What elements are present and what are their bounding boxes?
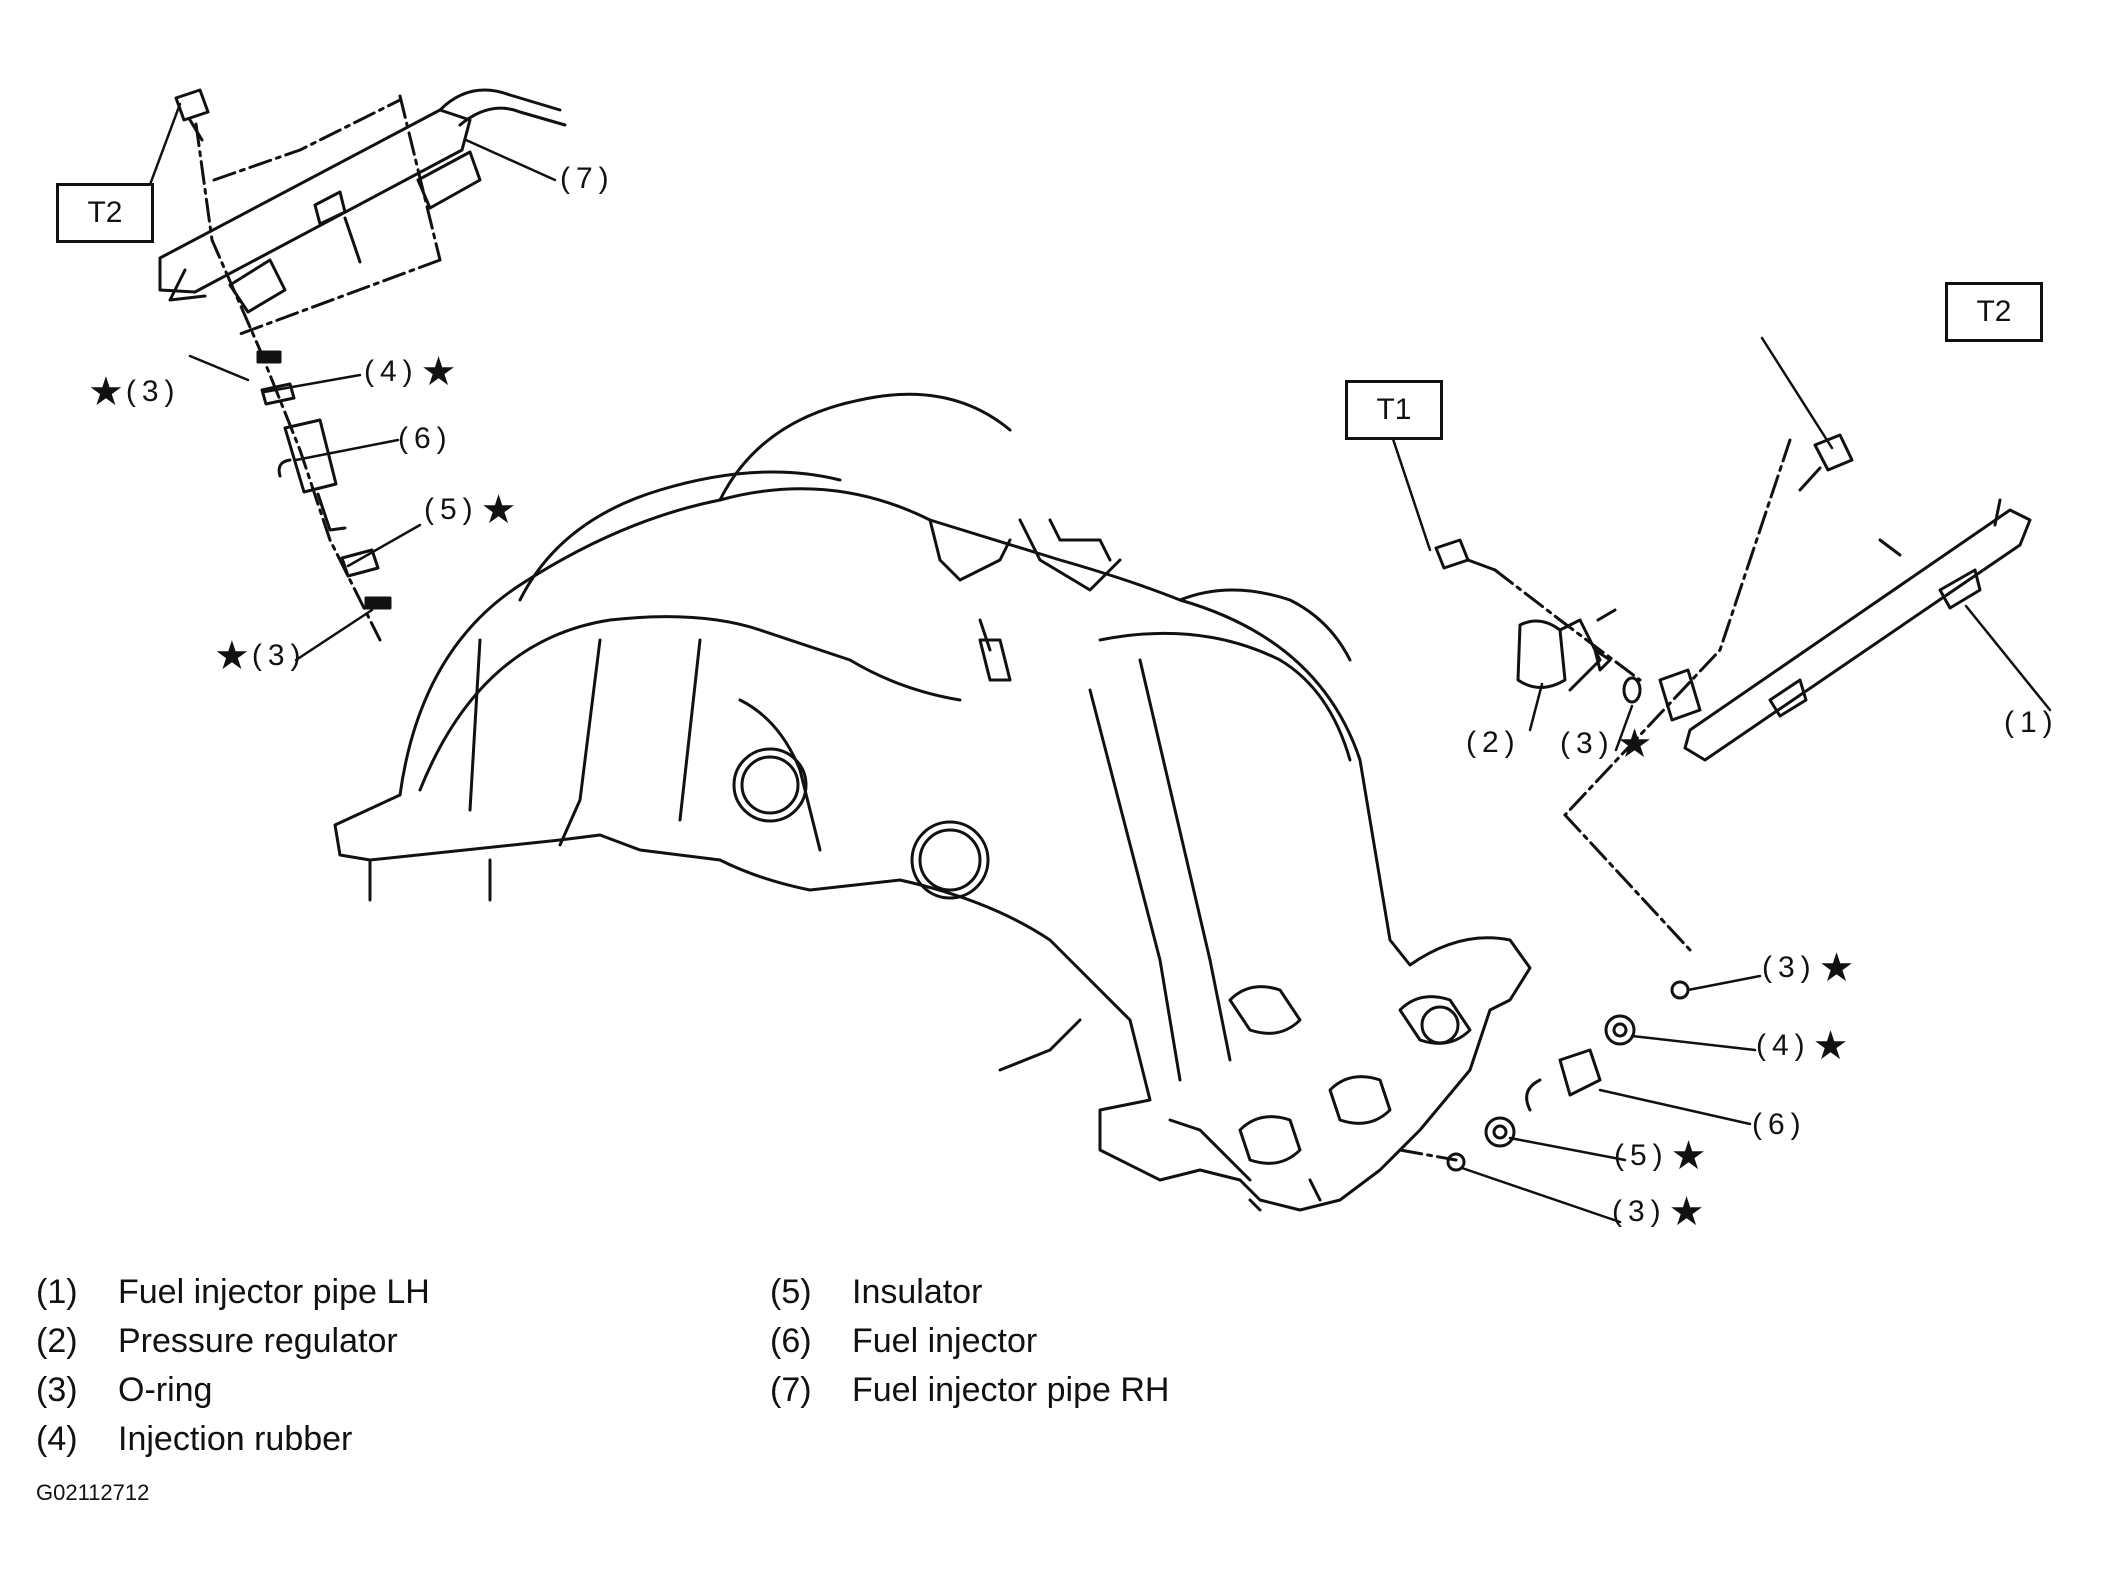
legend-text: O-ring [118,1371,213,1409]
fuel-injector-pipe-lh [1563,433,2032,952]
star-icon: ★ [1668,1190,1705,1234]
legend-text: Injection rubber [118,1420,353,1458]
legend-column-right: (5) Insulator (6) Fuel injector (7) Fuel… [770,1268,1169,1415]
star-icon: ★ [214,634,250,678]
legend-item: (3) O-ring [36,1366,430,1415]
right-injector-stack [1398,980,1690,1172]
callout-1: (1) [2004,706,2059,740]
callout-2-label: (2) [1466,726,1521,759]
callout-3-label: (3) [125,375,181,408]
callout-5-left: (5) ★ [424,490,517,530]
callout-2: (2) [1466,726,1521,760]
legend-item: (1) Fuel injector pipe LH [36,1268,430,1317]
callout-3-right-upper: (3) ★ [1762,948,1855,988]
star-icon: ★ [1812,1024,1849,1068]
callout-5-label: (5) [1614,1139,1669,1172]
legend-number: (5) [770,1273,812,1311]
callout-3-label: (3) [1762,951,1817,984]
legend-text: Pressure regulator [118,1322,398,1360]
legend-number: (3) [36,1371,78,1409]
legend-item: (4) Injection rubber [36,1415,430,1464]
legend-number: (7) [770,1371,812,1409]
callout-3-label: (3) [1560,727,1615,760]
pressure-regulator [1434,538,1702,722]
callout-4-label: (4) [364,355,419,388]
callout-3-label: (3) [1612,1195,1667,1228]
star-icon: ★ [1818,946,1855,990]
callout-6-left: (6) [398,422,453,456]
legend-item: (6) Fuel injector [770,1317,1169,1366]
legend-text: Insulator [852,1273,983,1311]
star-icon: ★ [88,370,124,414]
legend-text: Fuel injector [852,1322,1038,1360]
callout-6-label: (6) [1752,1108,1807,1141]
legend-item: (5) Insulator [770,1268,1169,1317]
figure-id: G02112712 [36,1480,150,1505]
intake-manifold [333,392,1532,1212]
fuel-injector-pipe-rh [158,88,567,336]
legend-number: (6) [770,1322,812,1360]
callout-7-label: (7) [560,162,615,195]
legend-item: (2) Pressure regulator [36,1317,430,1366]
torque-box-t2-right: T2 [1945,282,2043,342]
torque-box-t1: T1 [1345,380,1443,440]
callout-3-upper-left: ★ (3) [88,372,181,412]
legend-number: (2) [36,1322,78,1360]
star-icon: ★ [420,350,457,394]
legend-text: Fuel injector pipe RH [852,1371,1170,1409]
callout-1-label: (1) [2004,706,2059,739]
callout-3-label: (3) [251,639,307,672]
legend-number: (4) [36,1420,78,1458]
callout-3-right-lower: (3) ★ [1612,1192,1705,1232]
legend-number: (1) [36,1273,78,1311]
callout-7: (7) [560,162,615,196]
callout-5-right: (5) ★ [1614,1136,1707,1176]
star-icon: ★ [1616,722,1653,766]
callout-4-left: (4) ★ [364,352,457,392]
callout-4-label: (4) [1756,1029,1811,1062]
legend-item: (7) Fuel injector pipe RH [770,1366,1169,1415]
callout-3-regulator: (3) ★ [1560,724,1653,764]
left-injector-stack [174,88,392,642]
legend-text: Fuel injector pipe LH [118,1273,430,1311]
leader-lines [146,102,2052,1224]
callout-4-right: (4) ★ [1756,1026,1849,1066]
torque-box-t2-left: T2 [56,183,154,243]
callout-5-label: (5) [424,493,479,526]
star-icon: ★ [1670,1134,1707,1178]
legend-column-left: (1) Fuel injector pipe LH (2) Pressure r… [36,1268,430,1464]
callout-6-label: (6) [398,422,453,455]
callout-6-right: (6) [1752,1108,1807,1142]
star-icon: ★ [480,488,517,532]
callout-3-lower-left: ★ (3) [214,636,307,676]
